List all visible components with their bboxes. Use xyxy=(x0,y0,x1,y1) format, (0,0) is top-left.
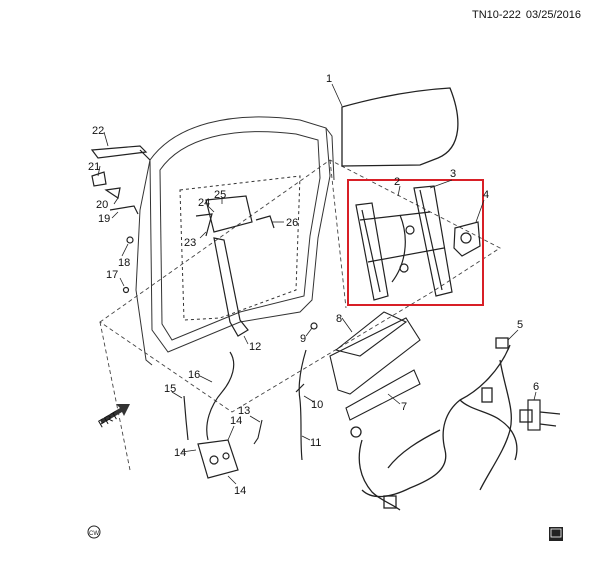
highlight-box xyxy=(347,179,484,306)
copyright-circle-icon: CW xyxy=(87,525,101,539)
diagram-code: TN10-222 xyxy=(472,9,521,21)
svg-text:CW: CW xyxy=(89,531,99,537)
callout-1: 1 xyxy=(326,73,332,85)
door-frame xyxy=(135,116,335,366)
callout-9: 9 xyxy=(300,333,306,345)
callout-23: 22 xyxy=(92,125,104,137)
callout-2: 2 xyxy=(394,176,400,188)
callout-18: 17 xyxy=(106,269,118,281)
wiring-harness: 5 xyxy=(350,319,533,511)
callout-4: 4 xyxy=(483,189,489,201)
callout-24: 23 xyxy=(184,237,196,249)
glass-run-channel: 12 xyxy=(213,237,261,353)
rods-and-grommet: 9 10 11 xyxy=(295,322,323,461)
cable-13: 13 xyxy=(238,405,263,445)
front-arrow: FRT xyxy=(97,404,130,431)
door-latch: 14 14 14 xyxy=(174,415,246,497)
callout-17: 16 xyxy=(188,369,200,381)
regulator-motor: 4 xyxy=(453,189,489,257)
gm-logo-icon xyxy=(549,527,563,541)
callout-6: 6 xyxy=(533,381,539,393)
callout-27: 26 xyxy=(286,217,298,229)
callout-14-left: 14 xyxy=(174,447,186,459)
callout-7: 7 xyxy=(401,401,407,413)
perspective-lines xyxy=(99,159,501,471)
callout-13: 13 xyxy=(238,405,250,417)
callout-19: 18 xyxy=(118,257,130,269)
callout-26: 25 xyxy=(214,189,226,201)
callout-10: 10 xyxy=(311,399,323,411)
callout-14-right: 14 xyxy=(230,415,242,427)
callout-25: 24 xyxy=(198,197,210,209)
latch-cables: 16 15 xyxy=(164,351,235,441)
door-switch: 6 xyxy=(527,381,561,431)
callout-12: 12 xyxy=(249,341,261,353)
callout-15: 14 xyxy=(234,485,246,497)
callout-3: 3 xyxy=(450,168,456,180)
handle-components: 22 21 20 19 18 17 24 25 23 26 xyxy=(88,125,298,294)
callout-21: 20 xyxy=(96,199,108,211)
callout-5: 5 xyxy=(517,319,523,331)
callout-20: 19 xyxy=(98,213,110,225)
diagram-header: TN10-222 03/25/2016 xyxy=(472,9,581,21)
callout-22: 21 xyxy=(88,161,100,173)
window-glass: 1 xyxy=(326,73,459,167)
callout-8: 8 xyxy=(336,313,342,325)
diagram-date: 03/25/2016 xyxy=(525,9,581,21)
window-regulator: 3 2 xyxy=(355,168,456,301)
callout-11: 11 xyxy=(310,437,321,449)
water-deflector: 8 7 xyxy=(329,311,421,421)
callout-16: 15 xyxy=(164,383,176,395)
